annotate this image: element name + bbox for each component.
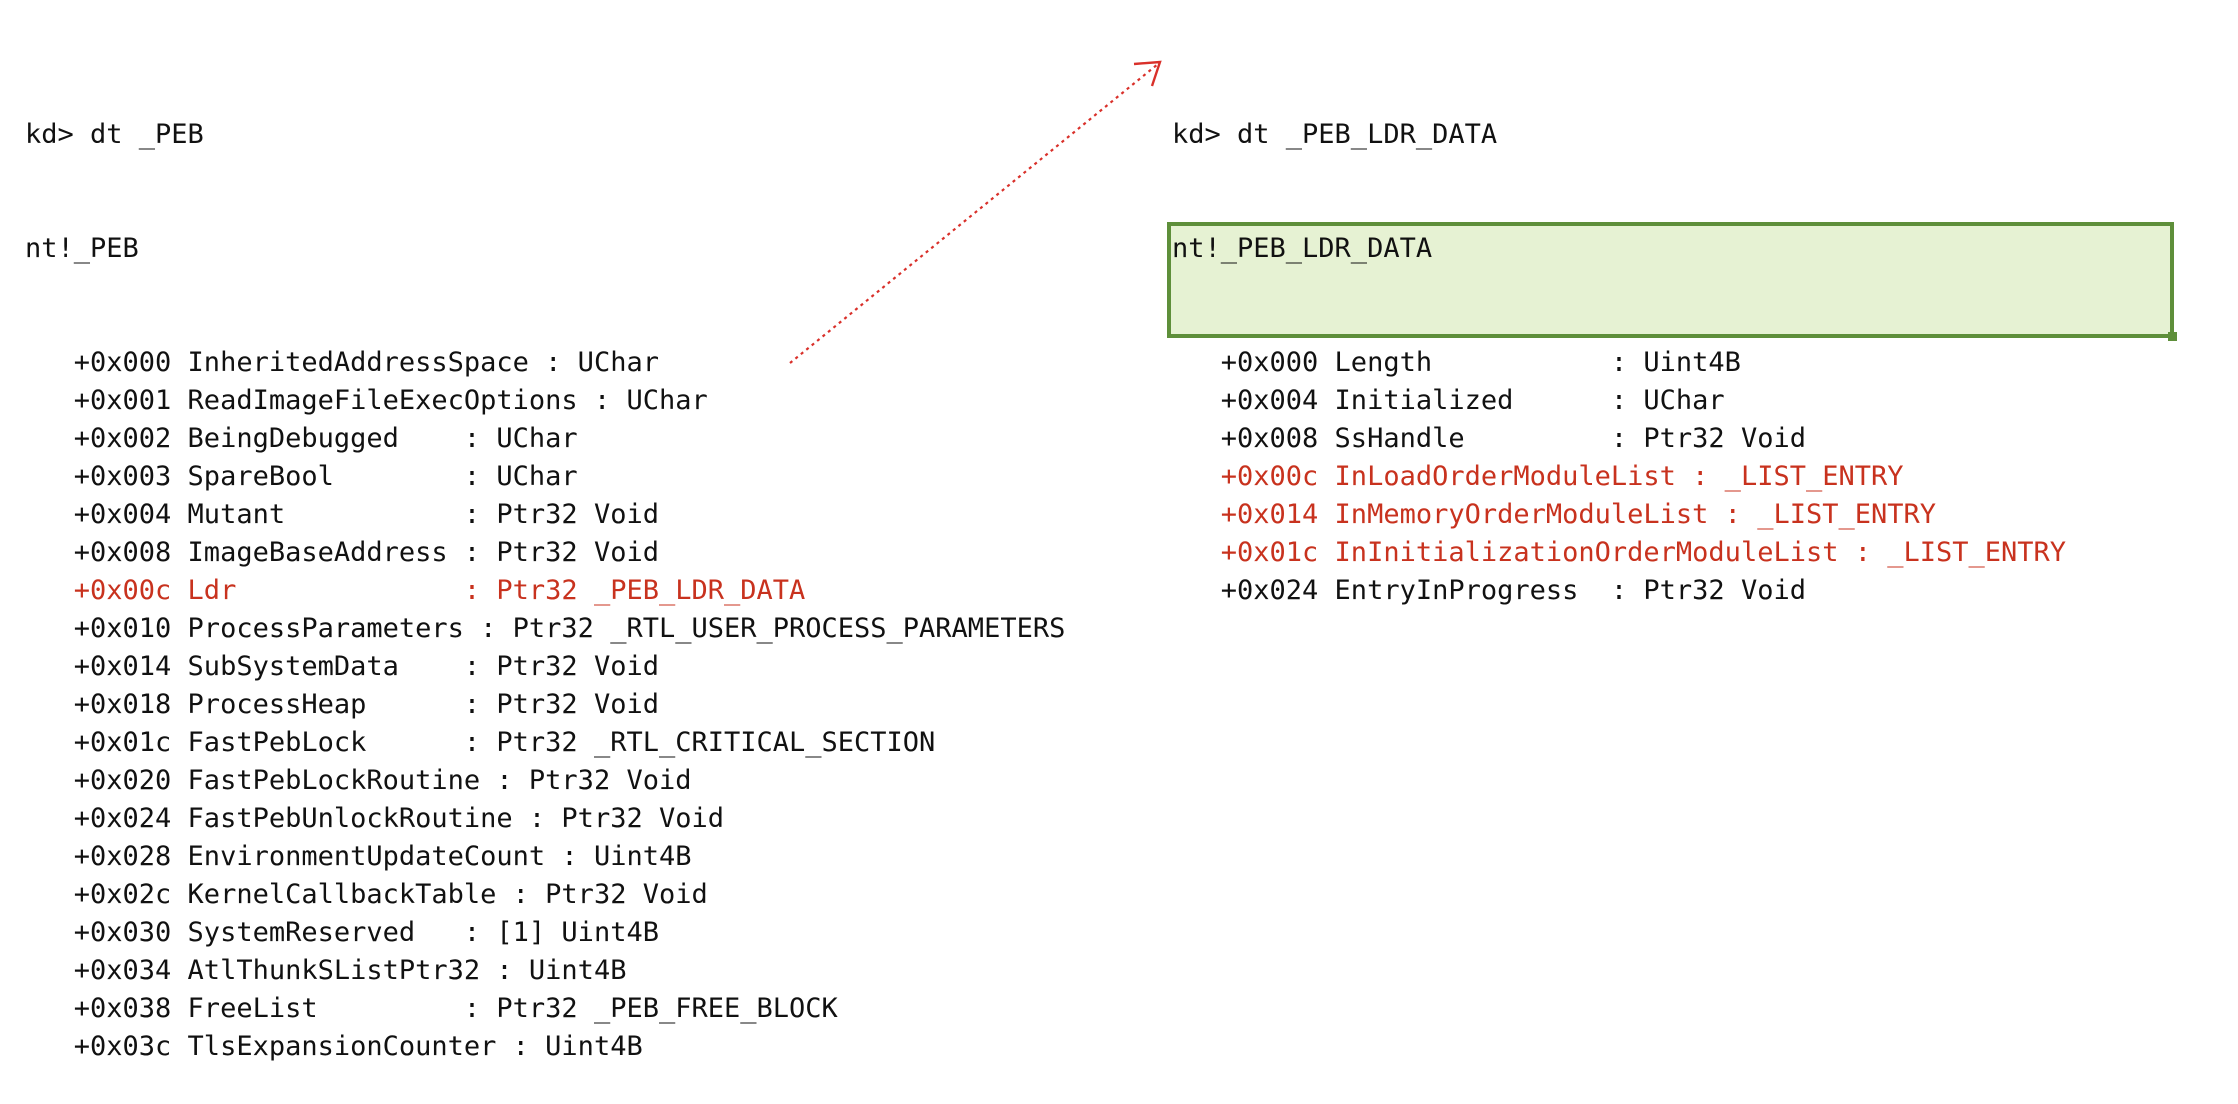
field-row: +0x00c InLoadOrderModuleList : _LIST_ENT… bbox=[1172, 461, 1904, 492]
field-row: +0x01c InInitializationOrderModuleList :… bbox=[1172, 537, 2067, 568]
field-row: +0x018 ProcessHeap : Ptr32 Void bbox=[25, 689, 659, 720]
field-row: +0x014 InMemoryOrderModuleList : _LIST_E… bbox=[1172, 499, 1937, 530]
field-row: +0x010 ProcessParameters : Ptr32 _RTL_US… bbox=[25, 613, 1066, 644]
command-line: kd> dt _PEB bbox=[25, 119, 204, 150]
field-row: +0x001 ReadImageFileExecOptions : UChar bbox=[25, 385, 708, 416]
peb-ldr-data-dt-output: kd> dt _PEB_LDR_DATA nt!_PEB_LDR_DATA +0… bbox=[1172, 40, 2066, 648]
field-row: +0x024 EntryInProgress : Ptr32 Void bbox=[1172, 575, 1806, 606]
field-row: +0x030 SystemReserved : [1] Uint4B bbox=[25, 917, 659, 948]
peb-dt-output: kd> dt _PEB nt!_PEB +0x000 InheritedAddr… bbox=[25, 40, 1065, 1104]
field-row: +0x014 SubSystemData : Ptr32 Void bbox=[25, 651, 659, 682]
field-row: +0x000 Length : Uint4B bbox=[1172, 347, 1741, 378]
command-line: kd> dt _PEB_LDR_DATA bbox=[1172, 119, 1498, 150]
field-row: +0x004 Initialized : UChar bbox=[1172, 385, 1725, 416]
field-row: +0x028 EnvironmentUpdateCount : Uint4B bbox=[25, 841, 692, 872]
field-row: +0x002 BeingDebugged : UChar bbox=[25, 423, 578, 454]
peb-field-list: +0x000 InheritedAddressSpace : UChar +0x… bbox=[25, 344, 1066, 1066]
field-row: +0x004 Mutant : Ptr32 Void bbox=[25, 499, 659, 530]
type-name-line: nt!_PEB bbox=[25, 233, 139, 264]
arrow-head bbox=[1133, 60, 1162, 87]
field-row: +0x02c KernelCallbackTable : Ptr32 Void bbox=[25, 879, 708, 910]
field-row: +0x01c FastPebLock : Ptr32 _RTL_CRITICAL… bbox=[25, 727, 936, 758]
type-name-line: nt!_PEB_LDR_DATA bbox=[1172, 233, 1433, 264]
field-row: +0x00c Ldr : Ptr32 _PEB_LDR_DATA bbox=[25, 575, 806, 606]
field-row: +0x000 InheritedAddressSpace : UChar bbox=[25, 347, 659, 378]
field-row: +0x024 FastPebUnlockRoutine : Ptr32 Void bbox=[25, 803, 724, 834]
list-entry-highlight-box bbox=[1167, 222, 2177, 341]
field-row: +0x03c TlsExpansionCounter : Uint4B bbox=[25, 1031, 643, 1062]
field-row: +0x038 FreeList : Ptr32 _PEB_FREE_BLOCK bbox=[25, 993, 838, 1024]
field-row: +0x008 ImageBaseAddress : Ptr32 Void bbox=[25, 537, 659, 568]
peb-ldr-data-field-list: +0x000 Length : Uint4B +0x004 Initialize… bbox=[1172, 344, 2066, 610]
box-resize-handle bbox=[2168, 332, 2177, 341]
field-row: +0x003 SpareBool : UChar bbox=[25, 461, 578, 492]
field-row: +0x034 AtlThunkSListPtr32 : Uint4B bbox=[25, 955, 627, 986]
field-row: +0x020 FastPebLockRoutine : Ptr32 Void bbox=[25, 765, 692, 796]
field-row: +0x008 SsHandle : Ptr32 Void bbox=[1172, 423, 1806, 454]
